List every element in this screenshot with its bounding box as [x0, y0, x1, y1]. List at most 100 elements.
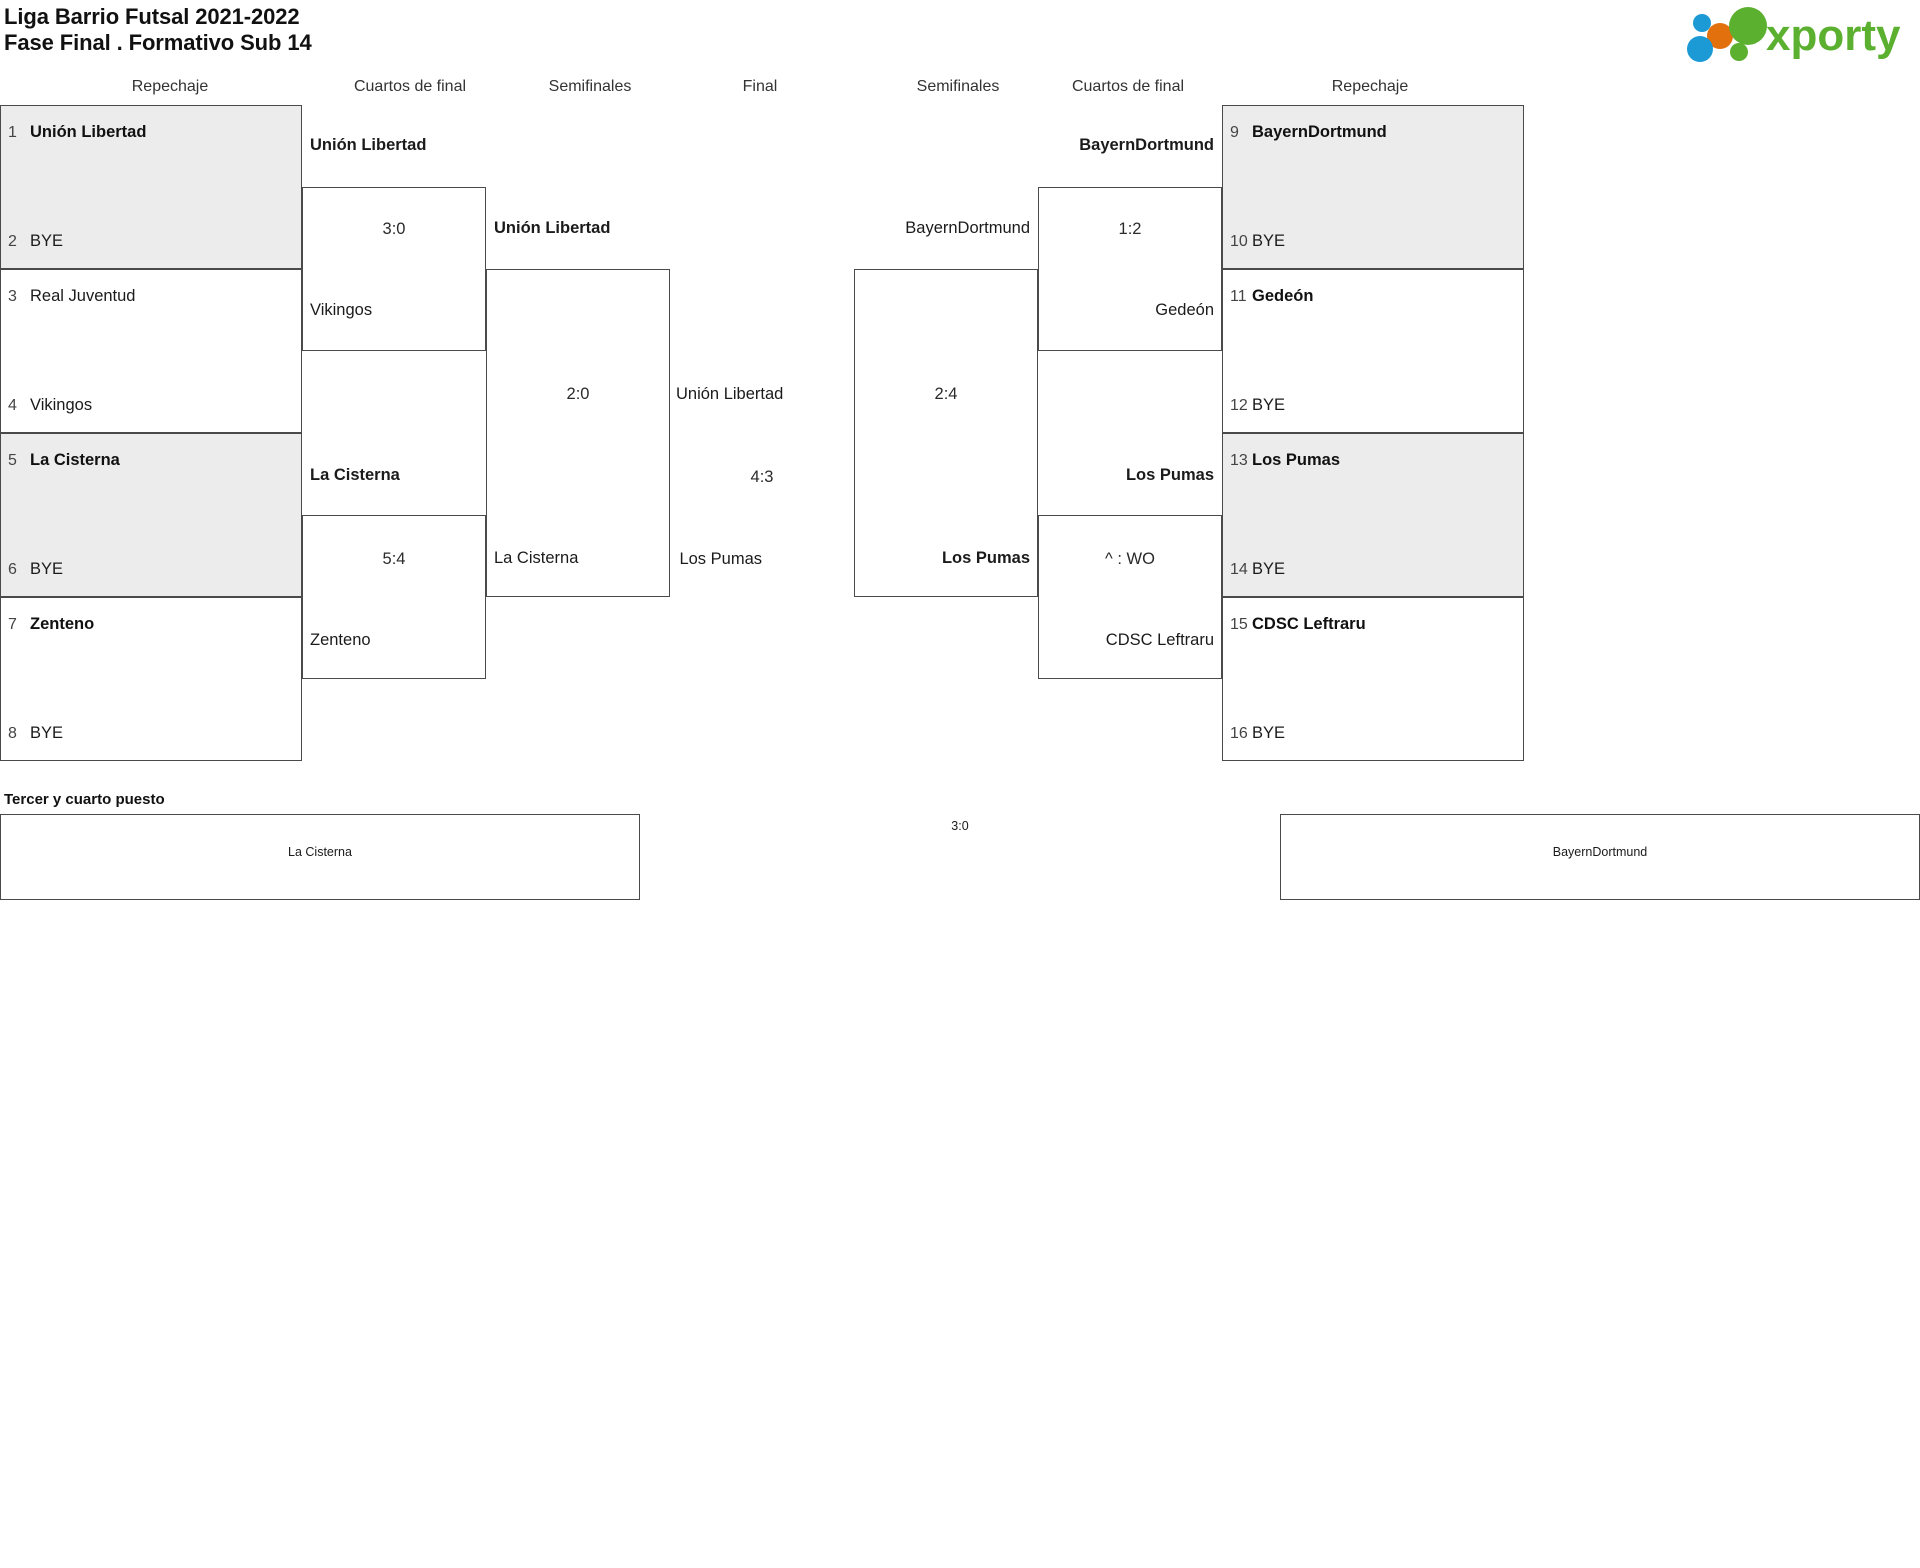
seed-number: 14 [1230, 560, 1248, 578]
left-cuartos-1-score: 3:0 [382, 220, 406, 238]
final-top-team: Unión Libertad [676, 385, 784, 403]
seed-number: 9 [1230, 123, 1239, 141]
seed-row-16[interactable]: 16 BYE [1230, 724, 1285, 743]
seed-team-name: BYE [30, 560, 64, 578]
right-cuartos-2-score: ^ : WO [1105, 550, 1155, 568]
seed-team-name: La Cisterna [30, 451, 120, 469]
left-cuartos-1-bottom-team: Vikingos [310, 301, 373, 319]
logo-dot-green-large [1729, 7, 1767, 45]
left-cuartos-2-score: 5:4 [382, 550, 406, 568]
seed-team-name: BYE [1252, 560, 1286, 578]
seed-number: 7 [8, 615, 17, 633]
third-place-left-team: La Cisterna [288, 845, 352, 859]
seed-team-name: Vikingos [30, 396, 93, 414]
third-place-right-team: BayernDortmund [1552, 845, 1648, 859]
seed-row-12[interactable]: 12 BYE [1230, 396, 1285, 415]
logo-wordmark: xporty [1766, 11, 1901, 60]
right-semifinal-top-team: BayernDortmund [905, 219, 1030, 237]
seed-number: 6 [8, 560, 17, 578]
left-repechaje-box-1[interactable] [0, 105, 302, 269]
third-place-title: Tercer y cuarto puesto [4, 791, 165, 808]
logo-dot-green-small [1730, 43, 1748, 61]
seed-team-name: CDSC Leftraru [1252, 615, 1366, 633]
seed-row-14[interactable]: 14 BYE [1230, 560, 1285, 579]
seed-number: 10 [1230, 232, 1248, 250]
seed-number: 12 [1230, 396, 1248, 414]
left-cuartos-2-top-team: La Cisterna [310, 466, 400, 484]
seed-row-3[interactable]: 3 Real Juventud [8, 287, 136, 306]
seed-number: 16 [1230, 724, 1248, 742]
right-semifinal-box[interactable] [854, 269, 1038, 597]
left-semifinal-bottom-team: La Cisterna [494, 549, 579, 567]
seed-team-name: Los Pumas [1252, 451, 1341, 469]
left-repechaje-box-2[interactable] [0, 269, 302, 433]
seed-team-name: Real Juventud [30, 287, 136, 305]
left-semifinal-top-team: Unión Libertad [494, 219, 611, 237]
seed-team-name: Zenteno [30, 615, 95, 633]
seed-team-name: BYE [1252, 396, 1286, 414]
round-header-left-semis: Semifinales [548, 78, 632, 95]
seed-number: 13 [1230, 451, 1248, 469]
round-header-final: Final [742, 78, 778, 95]
right-cuartos-2-bottom-team: CDSC Leftraru [1105, 631, 1214, 649]
seed-row-10[interactable]: 10 BYE [1230, 232, 1285, 251]
round-header-left-repechaje: Repechaje [131, 78, 209, 95]
right-semifinal-bottom-team: Los Pumas [941, 549, 1030, 567]
right-cuartos-2-top-team: Los Pumas [1125, 466, 1214, 484]
seed-team-name: Unión Libertad [30, 123, 147, 141]
seed-team-name: BYE [1252, 232, 1286, 250]
left-cuartos-1-top-team: Unión Libertad [310, 136, 427, 154]
seed-row-6[interactable]: 6 BYE [8, 560, 63, 579]
seed-team-name: BYE [30, 724, 64, 742]
third-place-score: 3:0 [951, 819, 969, 833]
third-place-left-box[interactable] [0, 814, 640, 900]
right-repechaje-box-1[interactable] [1222, 105, 1524, 269]
seed-number: 1 [8, 123, 17, 141]
seed-number: 5 [8, 451, 17, 469]
left-cuartos-box-1[interactable] [302, 187, 486, 351]
seed-number: 4 [8, 396, 17, 414]
right-cuartos-box-1[interactable] [1038, 187, 1222, 351]
title-line-1: Liga Barrio Futsal 2021-2022 [4, 4, 300, 29]
right-cuartos-box-2[interactable] [1038, 515, 1222, 679]
seed-number: 15 [1230, 615, 1248, 633]
right-semifinal-score: 2:4 [934, 385, 958, 403]
seed-team-name: BYE [1252, 724, 1286, 742]
logo-dot-blue-medium [1687, 36, 1713, 62]
left-repechaje-box-4[interactable] [0, 597, 302, 761]
logo-dot-orange [1707, 23, 1733, 49]
third-place-right-box[interactable] [1280, 814, 1920, 900]
right-repechaje-box-3[interactable] [1222, 433, 1524, 597]
seed-row-7[interactable]: 7 Zenteno [8, 615, 94, 634]
left-cuartos-2-bottom-team: Zenteno [310, 631, 371, 649]
left-cuartos-box-2[interactable] [302, 515, 486, 679]
final-score: 4:3 [750, 468, 774, 486]
right-cuartos-1-bottom-team: Gedeón [1155, 301, 1214, 319]
right-cuartos-1-score: 1:2 [1118, 220, 1142, 238]
xporty-logo[interactable]: xporty [1662, 6, 1910, 62]
seed-row-2[interactable]: 2 BYE [8, 232, 63, 251]
round-header-right-cuartos: Cuartos de final [1071, 78, 1185, 95]
right-repechaje-box-4[interactable] [1222, 597, 1524, 761]
round-header-right-semis: Semifinales [916, 78, 1000, 95]
round-header-left-cuartos: Cuartos de final [353, 78, 467, 95]
seed-number: 11 [1230, 287, 1247, 305]
round-header-right-repechaje: Repechaje [1331, 78, 1409, 95]
seed-row-1[interactable]: 1 Unión Libertad [8, 123, 146, 142]
seed-row-13[interactable]: 13 Los Pumas [1230, 451, 1340, 470]
seed-number: 8 [8, 724, 17, 742]
seed-row-15[interactable]: 15 CDSC Leftraru [1230, 615, 1366, 634]
left-semifinal-box[interactable] [486, 269, 670, 597]
seed-row-11[interactable]: 11 Gedeón [1230, 287, 1313, 306]
right-repechaje-box-2[interactable] [1222, 269, 1524, 433]
seed-team-name: Gedeón [1252, 287, 1314, 305]
seed-row-8[interactable]: 8 BYE [8, 724, 63, 743]
seed-row-5[interactable]: 5 La Cisterna [8, 451, 120, 470]
final-bottom-team: Los Pumas [679, 550, 762, 568]
left-repechaje-box-3[interactable] [0, 433, 302, 597]
page-title: Liga Barrio Futsal 2021-2022 Fase Final … [4, 4, 312, 56]
seed-row-9[interactable]: 9 BayernDortmund [1230, 123, 1387, 142]
seed-row-4[interactable]: 4 Vikingos [8, 396, 92, 415]
seed-number: 2 [8, 232, 17, 250]
logo-dot-blue-small [1693, 14, 1711, 32]
